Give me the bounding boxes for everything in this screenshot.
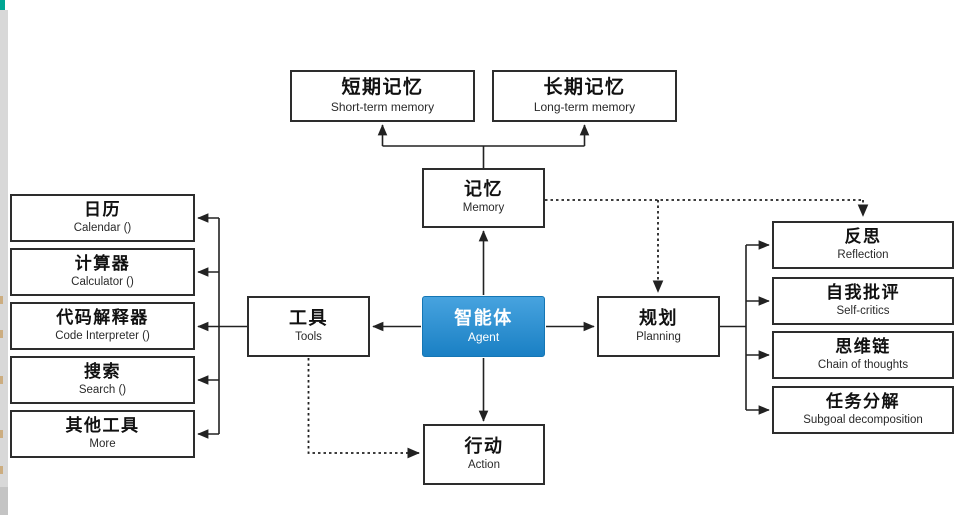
planning-label-zh: 规划 [639,307,678,328]
planning-label-en: Planning [636,330,681,343]
calendar-label-zh: 日历 [84,200,121,220]
search-label-en: Search () [78,383,127,396]
tool-item-calculator-box: 计算器 Calculator () [10,248,195,296]
memory-box: 记忆 Memory [422,168,545,228]
long-term-memory-label-en: Long-term memory [533,99,636,114]
teal-corner-marker [0,0,5,10]
long-term-memory-box: 长期记忆 Long-term memory [492,70,677,122]
memory-label-zh: 记忆 [464,179,503,200]
edge-tick [0,430,3,438]
planning-item-reflection-box: 反思 Reflection [772,221,954,269]
short-term-memory-label-en: Short-term memory [330,99,435,114]
search-label-zh: 搜索 [84,362,121,382]
tool-item-calendar-box: 日历 Calendar () [10,194,195,242]
subgoal-decomposition-label-zh: 任务分解 [826,392,900,412]
long-term-memory-label-zh: 长期记忆 [543,76,626,98]
dotted-arrow-tools-to-action [307,358,420,459]
tools-label-zh: 工具 [289,307,328,328]
reflection-label-en: Reflection [837,248,889,261]
calendar-label-en: Calendar () [73,221,132,234]
action-label-en: Action [468,458,500,471]
memory-label-en: Memory [462,202,505,215]
self-critics-label-en: Self-critics [836,304,890,317]
code-interpreter-label-en: Code Interpreter () [55,329,150,342]
more-label-zh: 其他工具 [65,416,140,436]
edge-tick [0,296,3,304]
short-term-memory-box: 短期记忆 Short-term memory [290,70,475,122]
tool-item-search-box: 搜索 Search () [10,356,195,404]
planning-item-chain-of-thoughts-box: 思维链 Chain of thoughts [772,331,954,379]
action-label-zh: 行动 [464,435,504,456]
planning-box: 规划 Planning [597,296,720,357]
action-box: 行动 Action [423,424,545,485]
edge-tick [0,466,3,474]
more-label-en: More [89,437,116,450]
connector-planning-bracket [720,245,747,410]
calculator-label-zh: 计算器 [74,254,131,274]
chain-of-thoughts-label-zh: 思维链 [835,337,891,357]
agent-label-zh: 智能体 [454,307,513,328]
agent-label-en: Agent [467,329,500,344]
edge-tick [0,330,3,338]
tools-box: 工具 Tools [247,296,370,357]
connector-tools-bracket [218,218,247,434]
subgoal-decomposition-label-en: Subgoal decomposition [803,413,923,426]
planning-item-subgoal-decomposition-box: 任务分解 Subgoal decomposition [772,386,954,434]
calculator-label-en: Calculator () [71,275,134,288]
planning-item-self-critics-box: 自我批评 Self-critics [772,277,954,325]
tool-item-more-box: 其他工具 More [10,410,195,458]
connector-memory-split [382,145,585,168]
chain-of-thoughts-label-en: Chain of thoughts [817,358,909,371]
edge-strip-dark-segment [0,487,8,515]
tools-label-en: Tools [295,330,322,343]
reflection-label-zh: 反思 [844,227,882,247]
edge-tick [0,376,3,384]
short-term-memory-label-zh: 短期记忆 [341,76,424,98]
agent-box: 智能体 Agent [422,296,545,357]
code-interpreter-label-zh: 代码解释器 [56,308,149,328]
left-edge-strip [0,10,8,515]
self-critics-label-zh: 自我批评 [826,283,900,303]
tool-item-code-interpreter-box: 代码解释器 Code Interpreter () [10,302,195,350]
